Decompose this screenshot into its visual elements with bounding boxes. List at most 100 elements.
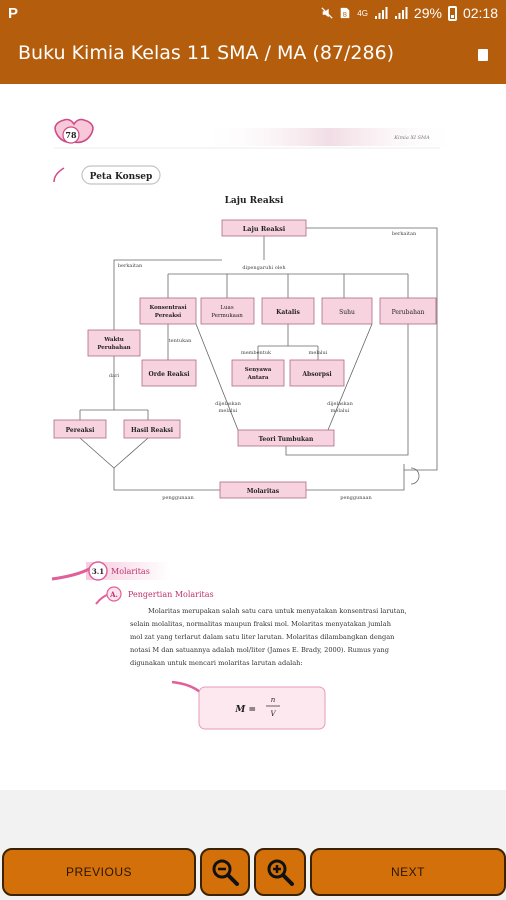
subsection-title: Pengertian Molaritas	[128, 590, 214, 599]
subsection-letter: A.	[109, 590, 118, 599]
svg-text:Absorpsi: Absorpsi	[301, 371, 332, 378]
node-hasil: Hasil Reaksi	[123, 419, 181, 439]
zoom-out-button[interactable]	[200, 848, 250, 896]
paragraph-line: notasi M dan satuannya adalah mol/liter …	[130, 646, 390, 654]
node-konsentrasi: Konsentrasi Pereaksi	[139, 297, 197, 325]
svg-text:Pereaksi: Pereaksi	[155, 313, 181, 319]
node-katalis: Katalis	[261, 297, 315, 325]
concept-map-title: Laju Reaksi	[225, 196, 284, 206]
svg-text:B: B	[343, 11, 347, 18]
node-orde: Orde Reaksi	[141, 359, 197, 387]
node-senyawa: Senyawa Antara	[231, 359, 285, 387]
page-canvas: 78 Kimia XI SMA Peta Konsep Laju Reaksi	[51, 118, 460, 730]
zoom-in-button[interactable]	[254, 848, 306, 896]
svg-text:Teori Tumbukan: Teori Tumbukan	[259, 436, 314, 443]
svg-text:dipengaruhi oleh: dipengaruhi oleh	[242, 265, 286, 271]
body-paragraph: Molaritas merupakan salah satu cara untu…	[130, 607, 407, 667]
node-perubahan: Perubahan	[379, 297, 437, 325]
svg-text:dijelaskan: dijelaskan	[327, 401, 353, 407]
node-luas: Luas Permukaan	[200, 297, 255, 325]
svg-text:Konsentrasi: Konsentrasi	[149, 305, 186, 311]
section-badge: Peta Konsep	[53, 165, 161, 185]
svg-text:Orde Reaksi: Orde Reaksi	[149, 371, 191, 378]
battery-icon	[447, 5, 457, 21]
svg-text:dari: dari	[109, 373, 120, 379]
node-teori: Teori Tumbukan	[237, 429, 335, 447]
svg-text:Katalis: Katalis	[276, 309, 300, 316]
node-suhu: Suhu	[321, 297, 373, 325]
badge-pill	[81, 165, 161, 185]
paragraph-line: digunakan untuk mencari molaritas laruta…	[130, 659, 303, 667]
node-absorpsi: Absorpsi	[289, 359, 345, 387]
formula-numerator: n	[271, 696, 276, 704]
svg-text:Waktu: Waktu	[103, 337, 124, 343]
svg-text:Suhu: Suhu	[339, 309, 355, 316]
zoom-in-icon	[267, 859, 294, 886]
connector-labels: berkaitan berkaitan dipengaruhi oleh ten…	[109, 231, 417, 501]
formula-frame	[198, 686, 326, 730]
book-page[interactable]: 78 Kimia XI SMA Peta Konsep Laju Reaksi	[0, 84, 506, 790]
formula-swoosh	[171, 680, 201, 693]
app-notification-icon: P	[8, 5, 19, 22]
node-waktu: Waktu Perubahan	[87, 329, 141, 357]
next-button[interactable]: NEXT	[310, 848, 506, 896]
signal-icon-2	[394, 7, 408, 19]
bottom-toolbar: PREVIOUS NEXT	[0, 790, 506, 900]
status-bar: P B 4G 29%	[0, 0, 506, 28]
svg-text:tentukan: tentukan	[169, 338, 192, 344]
bookmark-icon[interactable]	[478, 49, 488, 61]
subsection-circle	[106, 586, 122, 602]
running-header: Kimia XI SMA	[393, 135, 430, 141]
svg-text:berkaitan: berkaitan	[392, 231, 417, 237]
previous-button[interactable]: PREVIOUS	[2, 848, 196, 896]
svg-text:melalui: melalui	[309, 350, 328, 356]
node-laju-reaksi: Laju Reaksi	[221, 219, 307, 237]
svg-text:membentuk: membentuk	[241, 350, 272, 356]
svg-text:melalui: melalui	[331, 408, 350, 414]
svg-text:penggunaan: penggunaan	[340, 495, 372, 501]
svg-text:Hasil Reaksi: Hasil Reaksi	[131, 427, 174, 434]
paragraph-line: selain molalitas, normalitas maupun frak…	[130, 620, 392, 628]
svg-text:Pereaksi: Pereaksi	[66, 427, 96, 434]
paragraph-line: Molaritas merupakan salah satu cara untu…	[148, 607, 407, 615]
node-pereaksi: Pereaksi	[53, 419, 107, 439]
section-title: Molaritas	[111, 567, 150, 576]
svg-text:berkaitan: berkaitan	[118, 263, 143, 269]
badge-swoosh	[53, 167, 65, 183]
subsection-heading: A. Pengertian Molaritas	[95, 586, 214, 605]
svg-text:melalui: melalui	[219, 408, 238, 414]
section-number-circle	[88, 561, 108, 581]
formula-denominator: V	[270, 710, 276, 718]
section-heading: 3.1 Molaritas	[51, 561, 170, 581]
svg-text:Laju Reaksi: Laju Reaksi	[243, 225, 286, 233]
status-icons: B 4G 29% 02:18	[321, 5, 498, 21]
page-number: 78	[65, 130, 77, 140]
network-type: 4G	[357, 8, 368, 18]
concept-map: Laju Reaksi	[53, 196, 438, 501]
svg-text:penggunaan: penggunaan	[162, 495, 194, 501]
svg-text:dijelaskan: dijelaskan	[215, 401, 241, 407]
page-number-circle	[62, 126, 80, 144]
svg-text:Antara: Antara	[247, 375, 269, 381]
node-molaritas: Molaritas	[219, 481, 307, 499]
previous-button-label: PREVIOUS	[65, 865, 132, 879]
battery-percent: 29%	[413, 5, 442, 21]
zoom-out-icon	[212, 859, 239, 886]
svg-text:Perubahan: Perubahan	[97, 345, 130, 351]
paragraph-line: mol zat yang terlarut dalam satu liter l…	[130, 633, 395, 641]
app-bar: Buku Kimia Kelas 11 SMA / MA (87/286)	[0, 28, 506, 84]
connectors	[79, 227, 438, 491]
svg-text:Molaritas: Molaritas	[247, 488, 280, 495]
badge-label: Peta Konsep	[90, 172, 153, 182]
svg-text:Senyawa: Senyawa	[245, 367, 272, 373]
next-button-label: NEXT	[390, 865, 425, 879]
section-band	[86, 562, 170, 580]
page-header: 78 Kimia XI SMA	[54, 118, 460, 149]
page-title: Buku Kimia Kelas 11 SMA / MA (87/286)	[18, 42, 395, 64]
svg-text:Perubahan: Perubahan	[392, 309, 425, 316]
sim-icon: B	[340, 7, 350, 18]
header-band	[200, 128, 460, 146]
svg-text:Permukaan: Permukaan	[211, 313, 243, 319]
section-number: 3.1	[92, 567, 104, 576]
